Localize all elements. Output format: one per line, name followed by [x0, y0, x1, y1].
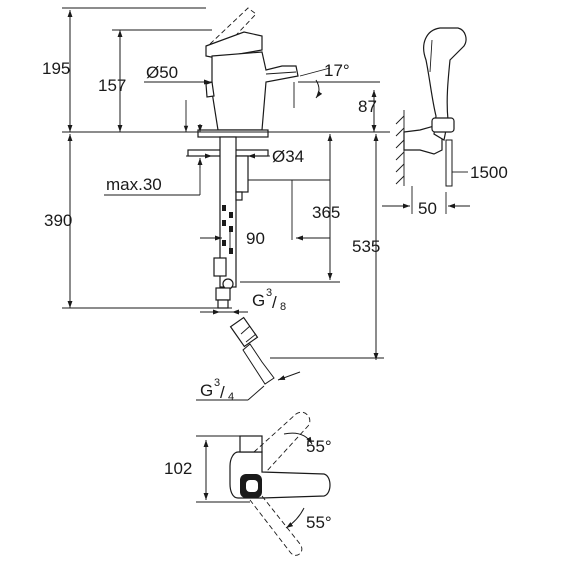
faucet-top-view	[196, 411, 331, 556]
label-390: 390	[44, 211, 72, 230]
label-angle-55-bottom: 55°	[306, 513, 332, 532]
label-365: 365	[312, 203, 340, 222]
lever-position-right	[249, 495, 303, 556]
label-157: 157	[98, 76, 126, 95]
lever	[205, 31, 263, 59]
svg-text:4: 4	[228, 391, 234, 403]
deck-plate	[197, 129, 269, 138]
valve	[213, 257, 227, 277]
label-diameter-34: Ø34	[272, 147, 304, 166]
shower-hose	[445, 139, 453, 187]
connection-block-lower	[235, 191, 243, 201]
label-195: 195	[42, 59, 70, 78]
label-max-30: max.30	[106, 175, 162, 194]
svg-text:8: 8	[280, 301, 286, 313]
dimension-lines	[62, 7, 390, 401]
faucet-side-view	[187, 7, 299, 385]
svg-text:/: /	[220, 383, 225, 402]
label-diameter-50: Ø50	[146, 63, 178, 82]
svg-text:3: 3	[214, 377, 220, 389]
label-angle-55-top: 55°	[306, 437, 332, 456]
top-view-lever-base	[239, 435, 263, 453]
label-50: 50	[418, 199, 437, 218]
shower-holder	[403, 125, 443, 155]
supply-nut	[215, 287, 231, 301]
label-87: 87	[358, 97, 377, 116]
svg-text:/: /	[272, 293, 277, 312]
label-102: 102	[164, 459, 192, 478]
dimension-labels: 195 157 Ø50 17° 87 Ø34 max.30 365 390 53…	[42, 59, 508, 532]
connection-block	[235, 155, 249, 193]
aerator-knob	[205, 81, 215, 98]
faucet-body	[211, 51, 299, 131]
svg-text:G: G	[200, 381, 213, 400]
hand-shower	[382, 27, 470, 214]
shower-head	[423, 27, 467, 141]
braided-hose	[222, 205, 233, 254]
label-90: 90	[246, 229, 265, 248]
lever-position-left	[253, 411, 311, 473]
label-thread-g34: G 3 / 4	[200, 377, 234, 403]
svg-text:3: 3	[266, 287, 272, 299]
angle-valve	[229, 316, 275, 385]
label-535: 535	[352, 237, 380, 256]
svg-text:G: G	[252, 291, 265, 310]
label-1500: 1500	[470, 163, 508, 182]
label-thread-g38: G 3 / 8	[252, 287, 286, 313]
label-angle-17: 17°	[324, 61, 350, 80]
